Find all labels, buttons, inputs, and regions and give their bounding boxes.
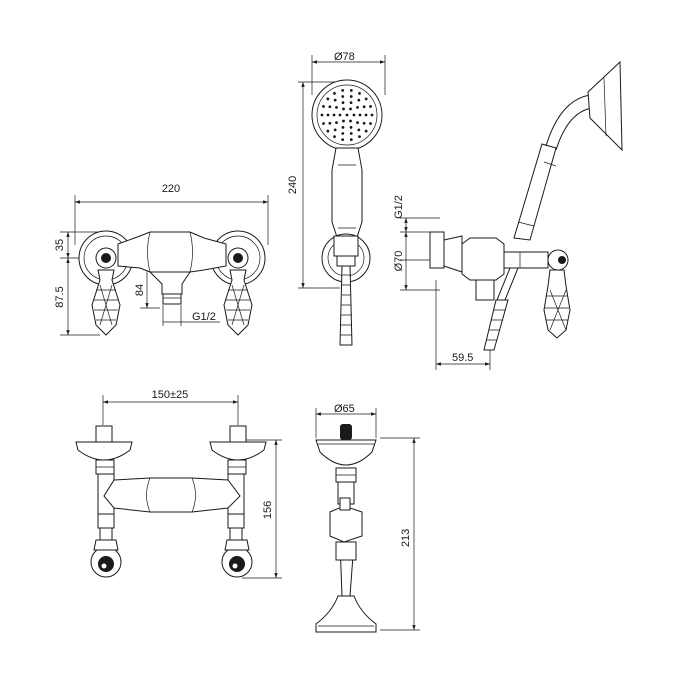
nozzle-dot bbox=[333, 135, 336, 139]
length-label: 240 bbox=[287, 176, 299, 194]
nozzle-dot bbox=[342, 119, 345, 123]
nozzle-dot bbox=[358, 91, 361, 95]
nozzle-dot bbox=[370, 113, 374, 117]
thread-label: G1/2 bbox=[393, 195, 405, 219]
nozzle-dot bbox=[341, 138, 345, 142]
nozzle-dot bbox=[349, 88, 353, 92]
nozzle-dot bbox=[341, 95, 345, 98]
nozzle-dot bbox=[333, 98, 337, 102]
nozzle-dot bbox=[362, 121, 366, 125]
top-height-label: 35 bbox=[54, 239, 66, 251]
nozzle-dot bbox=[349, 125, 353, 129]
lower-height-label: 87.5 bbox=[54, 286, 66, 307]
escutcheon-label: Ø70 bbox=[393, 251, 405, 272]
nozzle-dot bbox=[335, 121, 338, 125]
nozzle-dot bbox=[332, 113, 336, 117]
nozzle-dot bbox=[349, 132, 353, 135]
nozzle-dot bbox=[364, 113, 368, 117]
nozzle-dot bbox=[349, 138, 353, 142]
nozzle-dot bbox=[322, 105, 325, 108]
width-label: 220 bbox=[162, 183, 180, 195]
nozzle-dot bbox=[335, 105, 338, 109]
nozzle-dot bbox=[326, 113, 330, 117]
holder-height-label: 213 bbox=[400, 529, 412, 547]
centers-label: 150±25 bbox=[152, 389, 189, 401]
nozzle-dot bbox=[333, 128, 337, 132]
nozzle-dot bbox=[328, 105, 332, 109]
side-view: G1/2 Ø70 59.5 bbox=[393, 60, 623, 370]
nozzle-dot bbox=[357, 98, 361, 102]
nozzle-dot bbox=[358, 135, 361, 139]
nozzle-dot bbox=[369, 122, 372, 125]
nozzle-dot bbox=[352, 113, 356, 117]
nozzle-dot bbox=[341, 88, 345, 92]
holder-view: Ø65 213 bbox=[315, 403, 420, 633]
nozzle-dot bbox=[349, 95, 353, 98]
depth-label: 59.5 bbox=[452, 352, 473, 364]
nozzle-dot bbox=[362, 105, 366, 109]
front-view: 220 35 87.5 84 G1/2 bbox=[54, 183, 269, 336]
nozzle-grid bbox=[320, 88, 374, 142]
head-label: Ø78 bbox=[334, 51, 355, 63]
nozzle-dot bbox=[328, 121, 332, 125]
nozzle-dot bbox=[341, 132, 345, 135]
nozzle-dot bbox=[349, 107, 352, 111]
base-label: Ø65 bbox=[334, 403, 355, 415]
nozzle-dot bbox=[345, 113, 349, 117]
nozzle-dot bbox=[364, 97, 368, 101]
nozzle-dot bbox=[349, 119, 352, 123]
nozzle-dot bbox=[358, 113, 362, 117]
nozzle-dot bbox=[326, 129, 330, 133]
spout-height-label: 84 bbox=[134, 284, 146, 296]
nozzle-dot bbox=[356, 121, 359, 125]
nozzle-dot bbox=[320, 113, 324, 117]
rear-view: 150±25 156 bbox=[75, 389, 282, 579]
nozzle-dot bbox=[356, 105, 359, 109]
handshower-view: Ø78 240 bbox=[287, 51, 386, 346]
nozzle-dot bbox=[369, 105, 372, 108]
rear-height-label: 156 bbox=[262, 501, 274, 519]
nozzle-dot bbox=[333, 91, 336, 95]
nozzle-dot bbox=[364, 129, 368, 133]
outlet-label: G1/2 bbox=[192, 311, 216, 323]
nozzle-dot bbox=[349, 101, 353, 105]
nozzle-dot bbox=[341, 101, 345, 105]
nozzle-dot bbox=[342, 107, 345, 111]
nozzle-dot bbox=[322, 122, 325, 125]
nozzle-dot bbox=[357, 128, 361, 132]
nozzle-dot bbox=[326, 97, 330, 101]
nozzle-dot bbox=[341, 125, 345, 129]
nozzle-dot bbox=[338, 113, 342, 117]
